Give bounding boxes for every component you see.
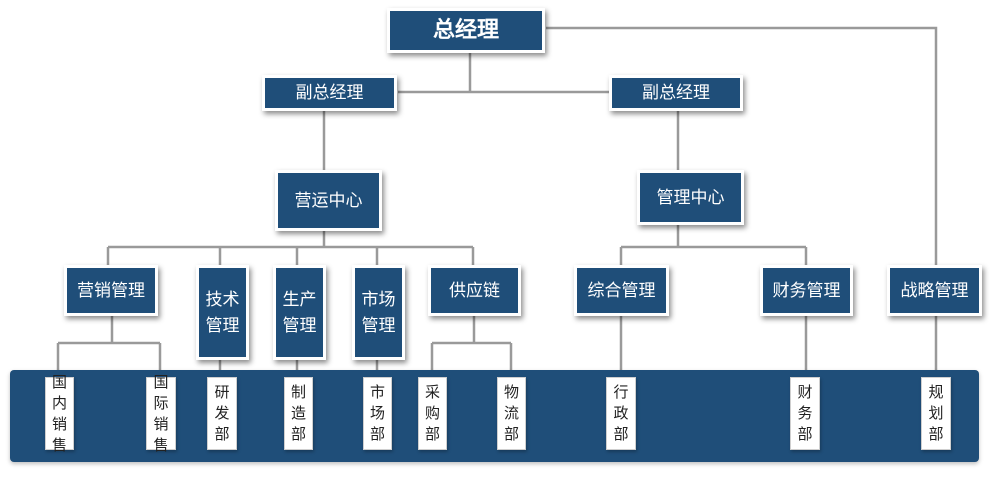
strategy-mgmt-box[interactable]: 战略管理 [887, 265, 982, 316]
manufacturing-dept[interactable]: 制 造 部 [284, 377, 313, 450]
supply-chain-box[interactable]: 供应链 [428, 265, 521, 316]
tech-mgmt-box[interactable]: 技术 管理 [196, 265, 249, 360]
vp-left-box[interactable]: 副总经理 [262, 75, 397, 111]
market-mgmt-box[interactable]: 市场 管理 [352, 265, 405, 360]
domestic-sales-dept[interactable]: 国内 销售 [45, 373, 74, 454]
ops-center-box[interactable]: 营运中心 [275, 170, 382, 231]
finance-dept[interactable]: 财 务 部 [790, 377, 820, 450]
mgmt-center-box[interactable]: 管理中心 [637, 170, 744, 225]
market-dept[interactable]: 市 场 部 [363, 377, 392, 450]
intl-sales-dept[interactable]: 国际 销售 [146, 373, 176, 454]
production-mgmt-box[interactable]: 生产 管理 [273, 265, 326, 360]
planning-dept[interactable]: 规 划 部 [921, 377, 951, 450]
rnd-dept[interactable]: 研 发 部 [207, 377, 237, 450]
logistics-dept[interactable]: 物 流 部 [497, 377, 526, 450]
ceo-box[interactable]: 总经理 [387, 8, 545, 53]
purchasing-dept[interactable]: 采 购 部 [418, 377, 447, 450]
marketing-mgmt-box[interactable]: 营销管理 [64, 265, 158, 316]
vp-right-box[interactable]: 副总经理 [609, 75, 743, 111]
finance-mgmt-box[interactable]: 财务管理 [760, 265, 853, 316]
general-mgmt-box[interactable]: 综合管理 [574, 265, 669, 316]
admin-dept[interactable]: 行 政 部 [606, 377, 636, 450]
